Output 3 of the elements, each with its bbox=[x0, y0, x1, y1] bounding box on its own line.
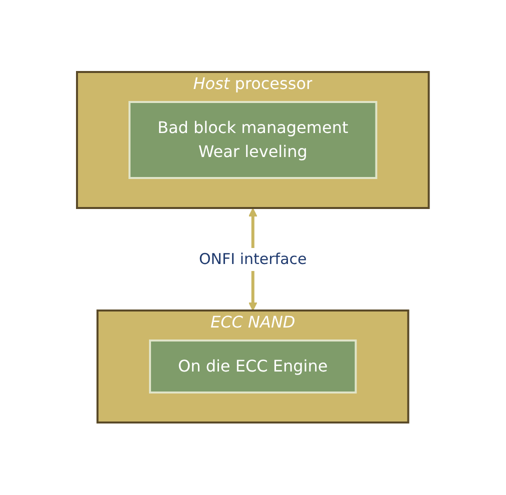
edge-label: ONFI interface bbox=[199, 250, 307, 268]
node-box: On die ECC Engine bbox=[149, 340, 357, 394]
node-box: Bad block management Wear leveling bbox=[128, 101, 378, 180]
